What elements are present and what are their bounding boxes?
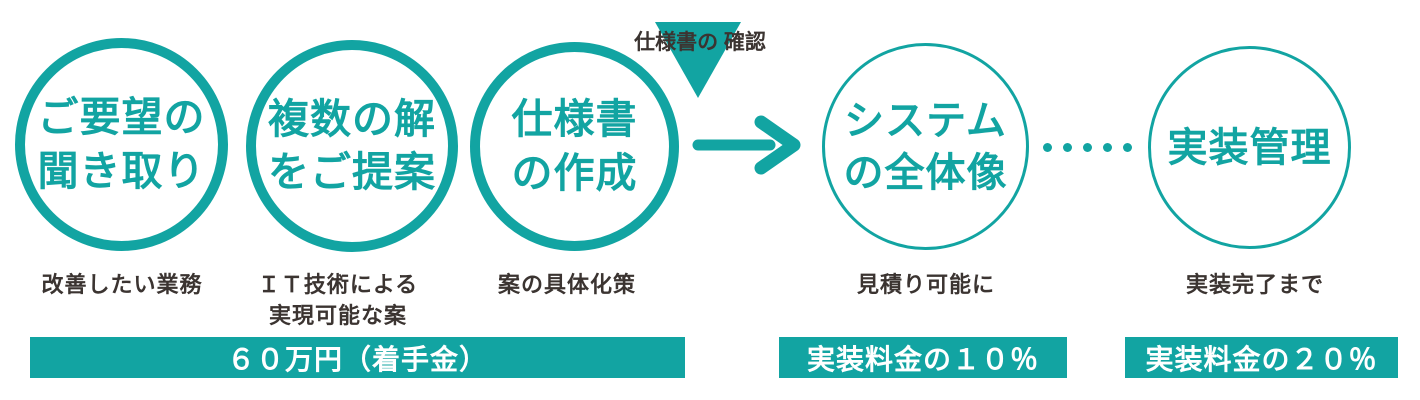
step-circle-label: をご提案 <box>268 149 436 195</box>
step-note-system-overview: 見積り可能に <box>857 270 995 301</box>
step-note-proposal: ＩＴ技術による 実現可能な案 <box>258 270 418 332</box>
dot-icon <box>1063 143 1072 152</box>
step-circle-label: 実装管理 <box>1167 125 1332 170</box>
dot-icon <box>1083 143 1092 152</box>
price-bar-ten-percent: 実装料金の１０％ <box>779 337 1067 378</box>
dot-icon <box>1043 143 1052 152</box>
price-bar-twenty-percent: 実装料金の２０％ <box>1125 337 1398 378</box>
step-circle-spec-writing: 仕様書 の作成 <box>470 42 679 251</box>
step-circle-label: システム <box>844 98 1007 143</box>
step-circle-proposal: 複数の解 をご提案 <box>246 40 458 252</box>
step-circle-label: 複数の解 <box>268 95 436 142</box>
step-note-implementation-management: 実装完了まで <box>1186 270 1324 301</box>
step-note-line: ＩＴ技術による <box>257 272 419 297</box>
price-bar-initial-fee: ６０万円（着手金） <box>30 337 685 378</box>
checkpoint-label-line: 仕様書の <box>634 31 719 54</box>
price-bar-label: ６０万円（着手金） <box>226 343 488 375</box>
step-circle-label: 聞き取り <box>37 147 206 194</box>
dot-icon <box>1123 143 1132 152</box>
step-circle-implementation-management: 実装管理 <box>1148 46 1351 249</box>
step-note-line: 見積り可能に <box>856 272 996 297</box>
dotted-connector <box>1043 143 1132 152</box>
checkpoint-triangle-down-icon <box>655 22 741 98</box>
step-circle-system-overview: システム の全体像 <box>822 43 1029 250</box>
step-note-hearing: 改善したい業務 <box>41 270 202 301</box>
step-note-line: 実装完了まで <box>1185 272 1325 297</box>
checkpoint-label: 仕様書の 確認 <box>634 30 766 56</box>
step-circle-label: の作成 <box>511 149 638 196</box>
price-bar-label: 実装料金の１０％ <box>806 343 1039 375</box>
step-circle-label: の全体像 <box>843 150 1008 195</box>
price-bar-label: 実装料金の２０％ <box>1145 343 1378 375</box>
dot-icon <box>1103 143 1112 152</box>
step-note-line: 実現可能な案 <box>268 302 407 328</box>
step-circle-label: 仕様書 <box>511 96 638 143</box>
checkpoint-label-line: 確認 <box>723 31 766 54</box>
step-circle-label: ご要望の <box>37 94 206 141</box>
arrow-right-icon <box>692 115 801 175</box>
step-note-line: 案の具体化策 <box>497 272 637 297</box>
step-circle-hearing: ご要望の 聞き取り <box>15 38 228 251</box>
step-note-line: 改善したい業務 <box>41 272 203 297</box>
step-note-spec-writing: 案の具体化策 <box>498 270 636 301</box>
